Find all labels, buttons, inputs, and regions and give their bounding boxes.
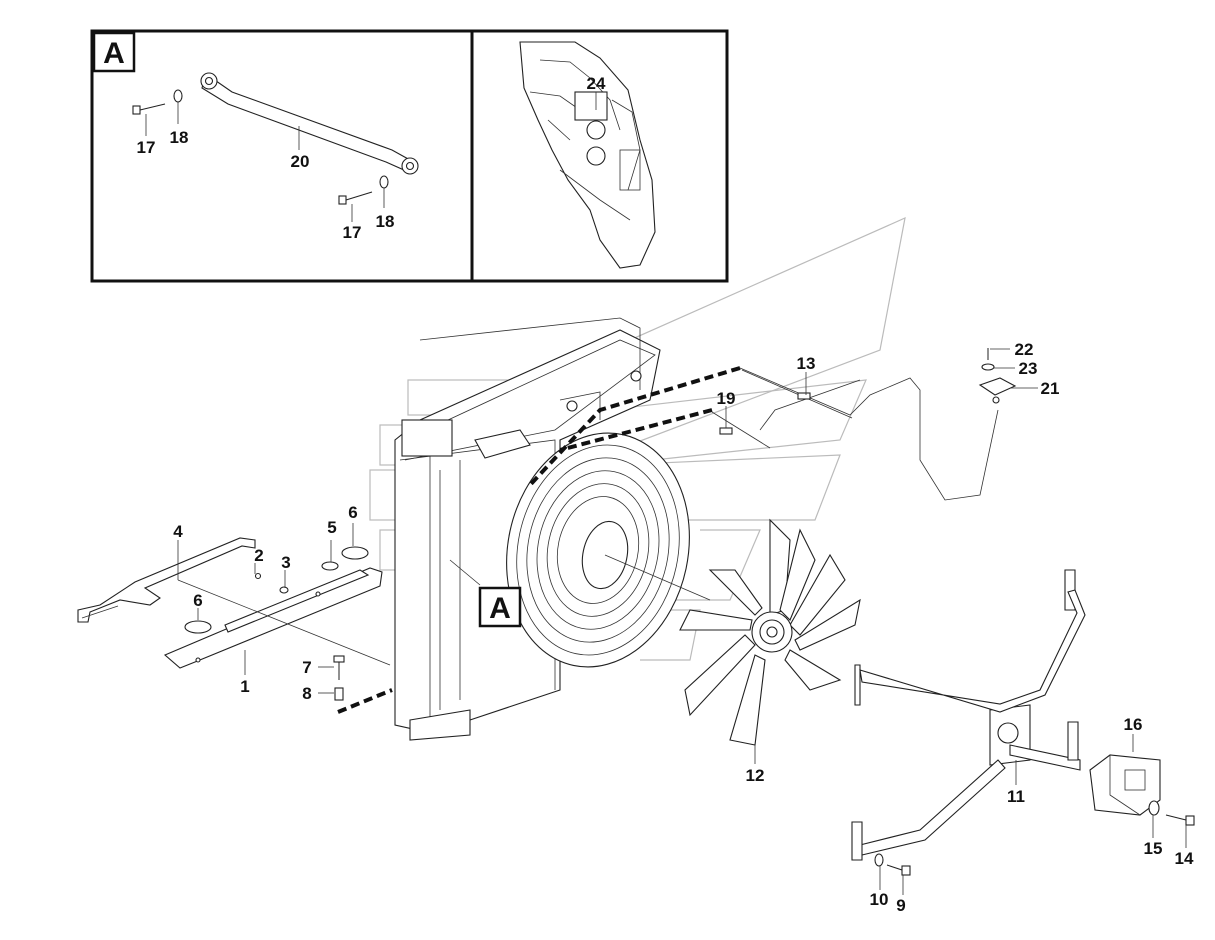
dashed-connectors [337, 366, 741, 714]
fan-blades [679, 518, 861, 746]
gearbox-motor [1089, 754, 1161, 816]
callout-19: 19 [717, 389, 736, 408]
seal-6-upper [341, 546, 369, 560]
callout-3: 3 [281, 553, 290, 572]
callout-5: 5 [327, 518, 336, 537]
callout-18: 18 [170, 128, 189, 147]
callout-9: 9 [896, 896, 905, 915]
callout-21: 21 [1041, 379, 1060, 398]
callout-14: 14 [1175, 849, 1194, 868]
fastener-7-8 [333, 655, 345, 701]
callout-1: 1 [240, 677, 249, 696]
callout-7: 7 [302, 658, 311, 677]
callout-6: 6 [348, 503, 357, 522]
fastener-14-15 [1148, 800, 1195, 826]
callout-17: 17 [137, 138, 156, 157]
fastener-9-10 [874, 853, 911, 876]
seal-5 [321, 561, 339, 571]
view-tag-a: A [478, 586, 522, 628]
bolt-lower [338, 175, 389, 205]
leader-lines [177, 348, 1187, 895]
fan-support-frame [851, 569, 1086, 861]
callout-2: 2 [254, 546, 263, 565]
engine-block-fragment [519, 41, 656, 269]
seal-6-lower [184, 620, 212, 634]
callout-22: 22 [1015, 340, 1034, 359]
callout-13: 13 [797, 354, 816, 373]
fastener-2-3 [254, 572, 289, 594]
detail-tag-box [92, 31, 136, 73]
wire-harness [711, 367, 999, 501]
callout-16: 16 [1124, 715, 1143, 734]
callout-15: 15 [1144, 839, 1163, 858]
callout-4: 4 [173, 522, 183, 541]
callout-11: 11 [1007, 787, 1025, 806]
callout-12: 12 [746, 766, 765, 785]
callout-10: 10 [870, 890, 889, 909]
callout-20: 20 [291, 152, 310, 171]
view-tag: A [489, 592, 511, 625]
callout-18: 18 [376, 212, 395, 231]
sensor-bracket [978, 348, 1017, 404]
detail-tag: A [103, 37, 125, 70]
callout-8: 8 [302, 684, 311, 703]
detail-view-a: A 17 18 20 17 18 [90, 29, 729, 283]
callout-24: 24 [587, 74, 606, 93]
fan-guard [506, 432, 690, 668]
bracket-4 [77, 537, 256, 623]
tie-rod [200, 72, 419, 175]
callout-23: 23 [1019, 359, 1038, 378]
callout-17: 17 [343, 223, 362, 242]
callout-6: 6 [193, 591, 202, 610]
